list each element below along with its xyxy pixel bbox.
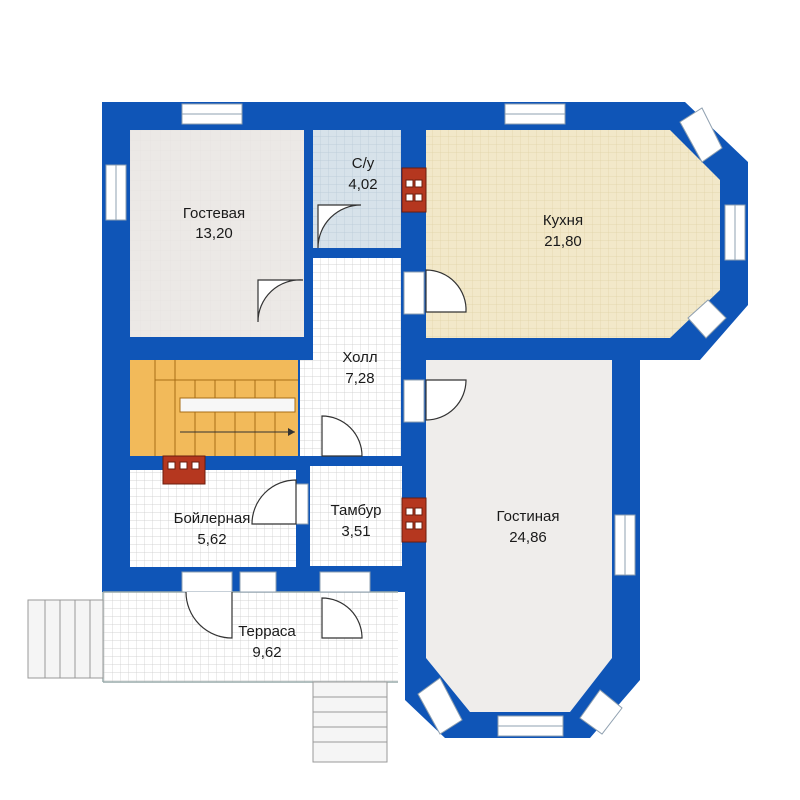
room-area-terrasa: 9,62: [252, 644, 281, 661]
room-name-boilernaya: Бойлерная: [174, 510, 251, 527]
terrace-steps-bottom: [312, 681, 388, 763]
room-tambur: [310, 466, 402, 566]
doors: [185, 204, 467, 639]
room-area-kuhnya: 21,80: [544, 233, 582, 250]
room-kuhnya: [426, 130, 720, 338]
room-name-kuhnya: Кухня: [543, 212, 583, 229]
room-area-gostinaya: 24,86: [509, 529, 547, 546]
room-name-tambur: Тамбур: [331, 502, 382, 519]
chimneys: [162, 167, 427, 543]
room-gostinaya: [426, 360, 612, 712]
room-area-su: 4,02: [348, 176, 377, 193]
room-area-tambur: 3,51: [341, 523, 370, 540]
room-boilernaya: [130, 470, 296, 567]
terrace-steps-left: [27, 599, 104, 679]
room-su: [313, 130, 401, 248]
room-gostevaya: [130, 130, 304, 337]
room-area-holl: 7,28: [345, 370, 374, 387]
labels: Гостевая 13,20 С/у 4,02 Кухня 21,80 Холл…: [174, 155, 583, 661]
room-name-gostinaya: Гостиная: [497, 508, 560, 525]
room-name-holl: Холл: [342, 349, 377, 366]
room-area-gostevaya: 13,20: [195, 225, 233, 242]
room-name-terrasa: Терраса: [238, 623, 296, 640]
room-name-gostevaya: Гостевая: [183, 205, 245, 222]
windows: [105, 103, 746, 737]
room-area-boilernaya: 5,62: [197, 531, 226, 548]
room-name-su: С/у: [352, 155, 375, 172]
stairs: [130, 360, 298, 456]
